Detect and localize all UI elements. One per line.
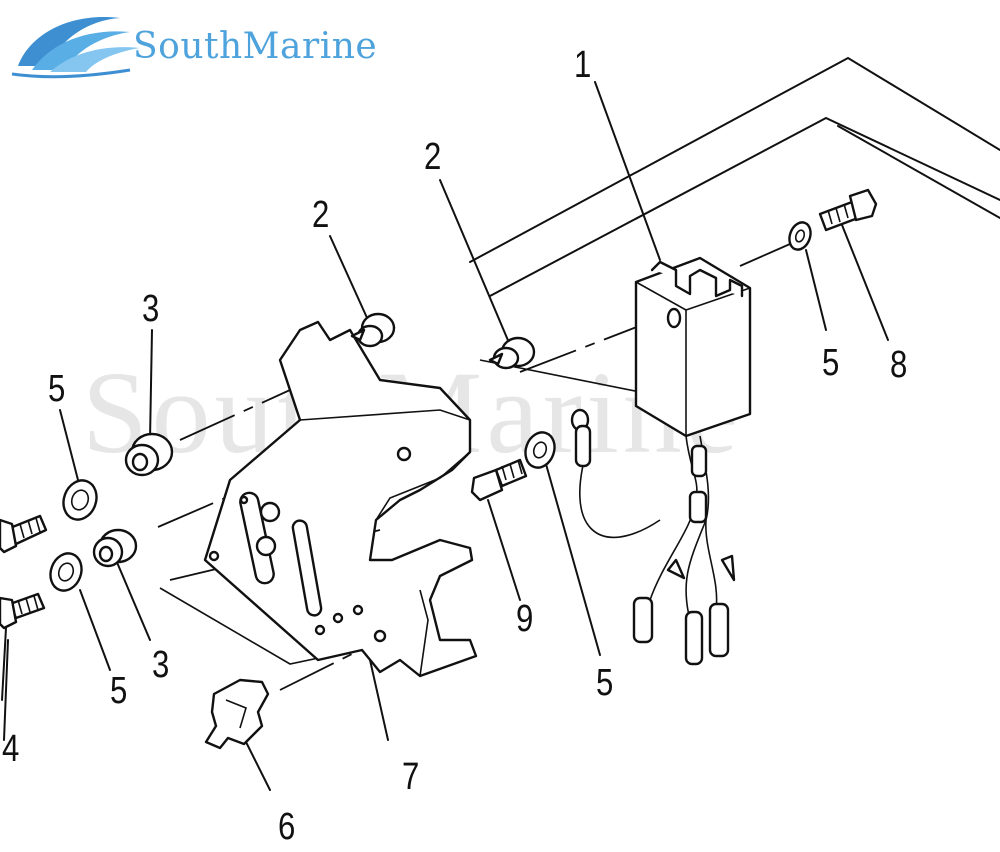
callout-9: 9 [516, 598, 534, 640]
callout-5: 5 [596, 662, 614, 704]
callout-5: 5 [48, 368, 66, 410]
bolt-part-8 [818, 188, 878, 232]
clamp-part-6 [204, 678, 270, 750]
washer-part-5-a [62, 479, 98, 521]
grommet-part-3-upper [124, 432, 174, 477]
callout-5: 5 [110, 670, 128, 712]
callout-3: 3 [152, 644, 170, 686]
callout-1: 1 [574, 44, 592, 86]
bolt-part-9 [470, 458, 528, 502]
grommet-part-2-left [350, 312, 396, 348]
washer-part-5-b [49, 552, 83, 592]
bolt-part-4-upper [0, 514, 48, 554]
callout-2: 2 [312, 194, 330, 236]
washer-part-5-d [788, 221, 812, 251]
regulator-part-1 [570, 256, 752, 666]
grommet-part-2-right [488, 336, 536, 370]
leader-lines [3, 81, 889, 791]
wave-logo-icon [11, 17, 140, 79]
brand-name: SouthMarine [133, 26, 378, 67]
callout-7: 7 [402, 756, 420, 798]
brand-logo [10, 4, 390, 84]
bracket-part-7 [203, 320, 478, 678]
callout-4: 4 [2, 728, 20, 770]
callout-8: 8 [890, 344, 908, 386]
callout-2: 2 [424, 136, 442, 178]
grommet-part-3-lower [92, 528, 138, 568]
bolt-part-4-lower [0, 592, 46, 701]
callout-6: 6 [278, 806, 296, 848]
callout-3: 3 [142, 288, 160, 330]
callout-5: 5 [822, 342, 840, 384]
washer-part-5-c [524, 431, 556, 469]
